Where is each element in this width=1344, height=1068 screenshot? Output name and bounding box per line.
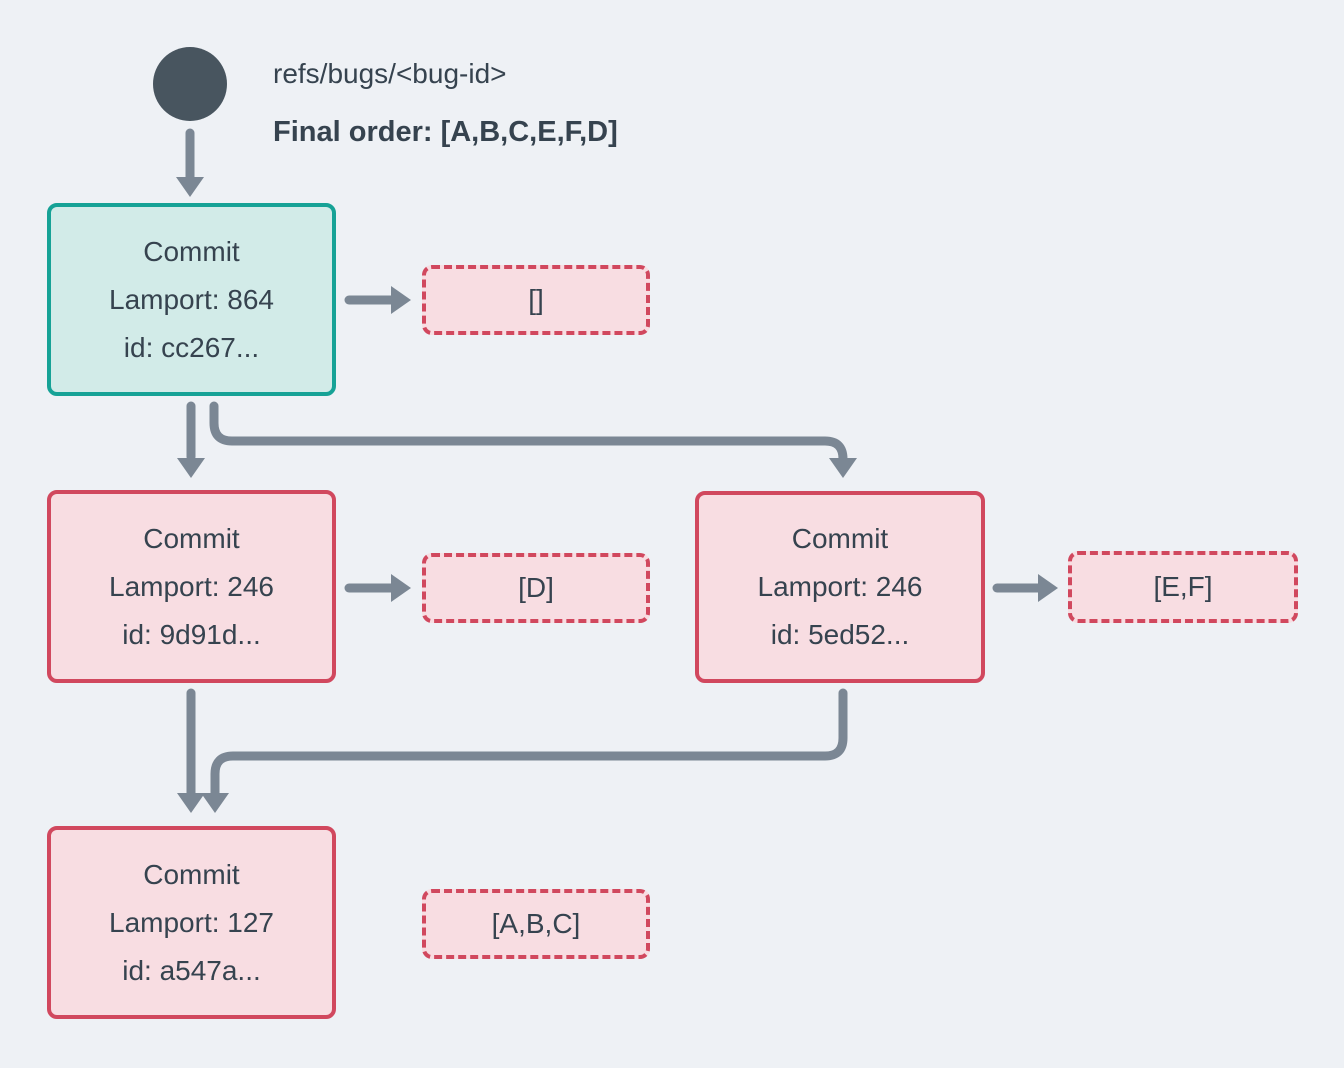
commit-node-root: Commit Lamport: 864 id: cc267... (47, 203, 336, 396)
payload-node-right-child: [E,F] (1068, 551, 1298, 623)
commit-title: Commit (143, 235, 240, 267)
arrowhead (177, 793, 205, 813)
arrow-root-to-right-child (209, 401, 848, 464)
arrowhead (177, 458, 205, 478)
commit-lamport: Lamport: 127 (109, 906, 274, 938)
commit-title: Commit (791, 523, 889, 554)
commit-title: Commit (143, 522, 240, 554)
arrow-right-child-to-bottom (210, 688, 848, 798)
arrowhead (201, 793, 229, 813)
arrowhead (391, 574, 411, 602)
commit-node-left-child: Commit Lamport: 246 id: 9d91d... (47, 490, 336, 683)
commit-title: Commit (143, 858, 240, 890)
arrowhead (1038, 574, 1058, 602)
payload-node-bottom: [A,B,C] (422, 889, 650, 959)
payload-node-left-child: [D] (422, 553, 650, 623)
commit-node-right-child: Commit Lamport: 246 id: 5ed52... (695, 491, 985, 683)
arrowhead (176, 177, 204, 197)
arrowhead (391, 286, 411, 314)
commit-id: id: a547a... (122, 954, 261, 986)
commit-id: id: 5ed52... (770, 619, 910, 650)
commit-id: id: cc267... (123, 331, 260, 363)
commit-lamport: Lamport: 246 (109, 570, 274, 602)
commit-id: id: 9d91d... (122, 618, 261, 650)
commit-lamport: Lamport: 246 (757, 571, 923, 602)
final-order-label: Final order: [A,B,C,E,F,D] (273, 116, 618, 148)
ref-label: refs/bugs/<bug-id> (273, 58, 507, 89)
arrowhead (829, 458, 857, 478)
commit-lamport: Lamport: 864 (109, 283, 274, 315)
commit-node-bottom: Commit Lamport: 127 id: a547a... (47, 826, 336, 1019)
branch-head-node (153, 47, 227, 121)
payload-node-root: [] (422, 265, 650, 335)
